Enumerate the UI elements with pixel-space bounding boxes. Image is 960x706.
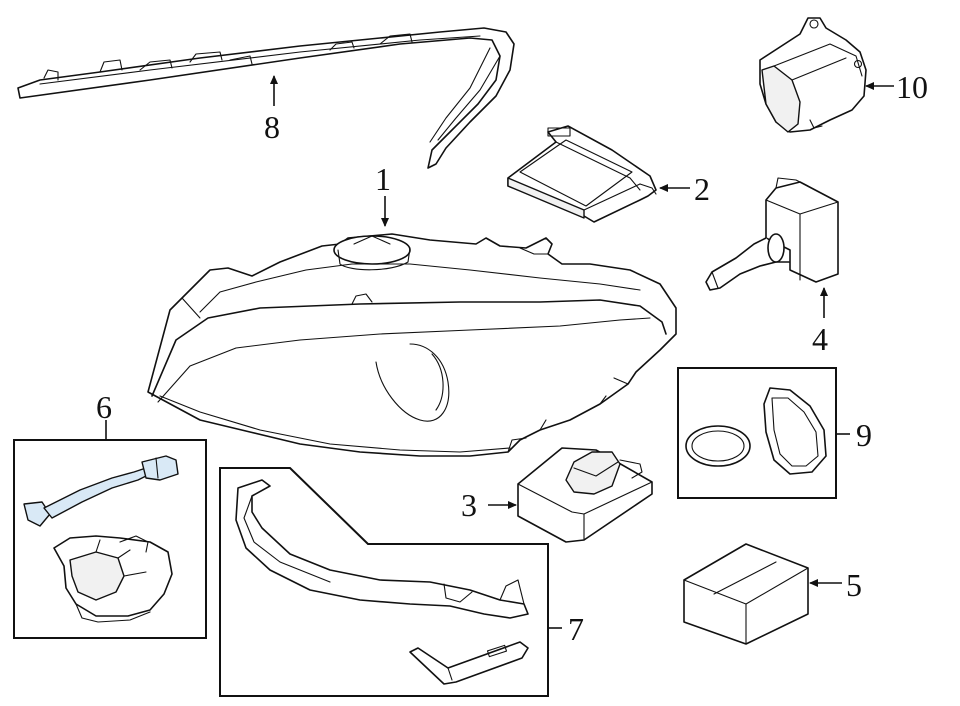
part-2-module — [507, 125, 657, 223]
callout-7: 7 — [568, 611, 584, 647]
callout-1: 1 — [375, 161, 391, 197]
callout-labels: 1 2 3 4 5 6 7 8 9 10 — [96, 69, 928, 647]
callout-9: 9 — [856, 417, 872, 453]
callout-4: 4 — [812, 321, 828, 357]
callout-3: 3 — [461, 487, 477, 523]
box-9-gaskets — [677, 367, 837, 499]
callout-arrows — [105, 75, 894, 629]
callout-2: 2 — [694, 171, 710, 207]
part-10-cover — [759, 17, 867, 133]
box-6-harness — [13, 439, 207, 639]
box-7-seals — [219, 467, 549, 697]
part-5-module — [683, 543, 809, 645]
callout-10: 10 — [896, 69, 928, 105]
part-8-upper-seal — [17, 27, 515, 169]
callout-6: 6 — [96, 389, 112, 425]
part-4-bulb — [705, 177, 839, 291]
part-1-headlamp — [147, 233, 677, 457]
part-3-ballast — [517, 447, 653, 543]
callout-5: 5 — [846, 567, 862, 603]
callout-8: 8 — [264, 109, 280, 145]
